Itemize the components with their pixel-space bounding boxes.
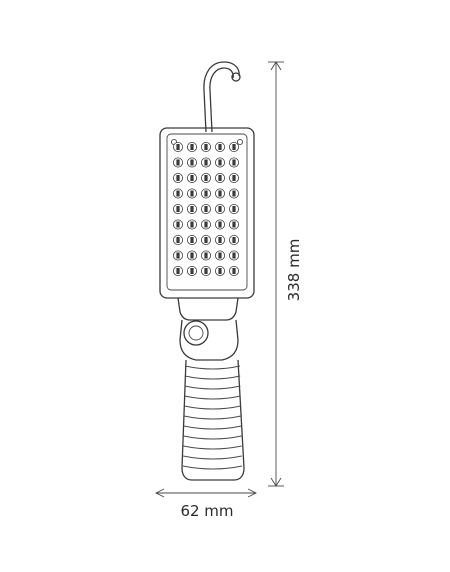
led-chip [204, 206, 208, 212]
hook [203, 61, 241, 133]
led-chip [204, 221, 208, 228]
handle-rib [183, 425, 242, 430]
led-chip [218, 190, 222, 197]
led-chip [204, 237, 208, 243]
led-chip [190, 159, 194, 166]
handle-rib [184, 385, 241, 390]
led-chip [176, 206, 180, 212]
led-chip [176, 175, 180, 181]
led-chip [204, 252, 208, 259]
led-chip [232, 190, 236, 197]
led-chip [190, 252, 194, 259]
handle-rib [184, 365, 241, 370]
handle-rib [184, 405, 241, 410]
led-chip [176, 252, 180, 259]
led-chip [176, 221, 180, 228]
led-chip [232, 159, 236, 166]
led-chip [190, 175, 194, 181]
led-chip [204, 175, 208, 181]
led-chip [190, 221, 194, 228]
handle-rib [183, 445, 242, 450]
handle-rib [183, 435, 242, 440]
led-chip [190, 190, 194, 197]
led-chip [204, 144, 208, 150]
led-chip [232, 206, 236, 212]
led-chip [218, 221, 222, 228]
handle-rib [183, 415, 242, 420]
led-chip [176, 159, 180, 166]
led-chip [232, 144, 236, 150]
led-chip [204, 268, 208, 274]
led-chip [218, 268, 222, 274]
led-chip [176, 144, 180, 150]
led-chip [204, 190, 208, 197]
handle-rib [182, 465, 243, 470]
handle-rib [183, 455, 242, 460]
led-chip [218, 252, 222, 259]
led-chip [232, 252, 236, 259]
led-chip [232, 268, 236, 274]
led-chip [218, 159, 222, 166]
led-chip [204, 159, 208, 166]
neck [177, 297, 239, 361]
led-chip [232, 221, 236, 228]
swivel-button-icon [183, 320, 209, 346]
led-chip [218, 237, 222, 243]
led-chip [218, 144, 222, 150]
handle-rib [184, 395, 241, 400]
width-dimension: 62 mm [154, 488, 258, 520]
led-chip [218, 206, 222, 212]
handle-rib [184, 375, 241, 380]
led-chip [176, 190, 180, 197]
height-label: 338 mm [285, 239, 303, 302]
led-chip [190, 237, 194, 243]
led-grid [172, 141, 239, 276]
led-chip [218, 175, 222, 181]
handle [181, 359, 245, 481]
led-chip [176, 268, 180, 274]
led-chip [190, 206, 194, 212]
led-chip [176, 237, 180, 243]
led-chip [232, 175, 236, 181]
led-chip [190, 268, 194, 274]
handle-ribs [182, 365, 243, 470]
width-label: 62 mm [180, 502, 233, 520]
led-chip [232, 237, 236, 243]
led-chip [190, 144, 194, 150]
height-dimension: 338 mm [268, 61, 303, 487]
